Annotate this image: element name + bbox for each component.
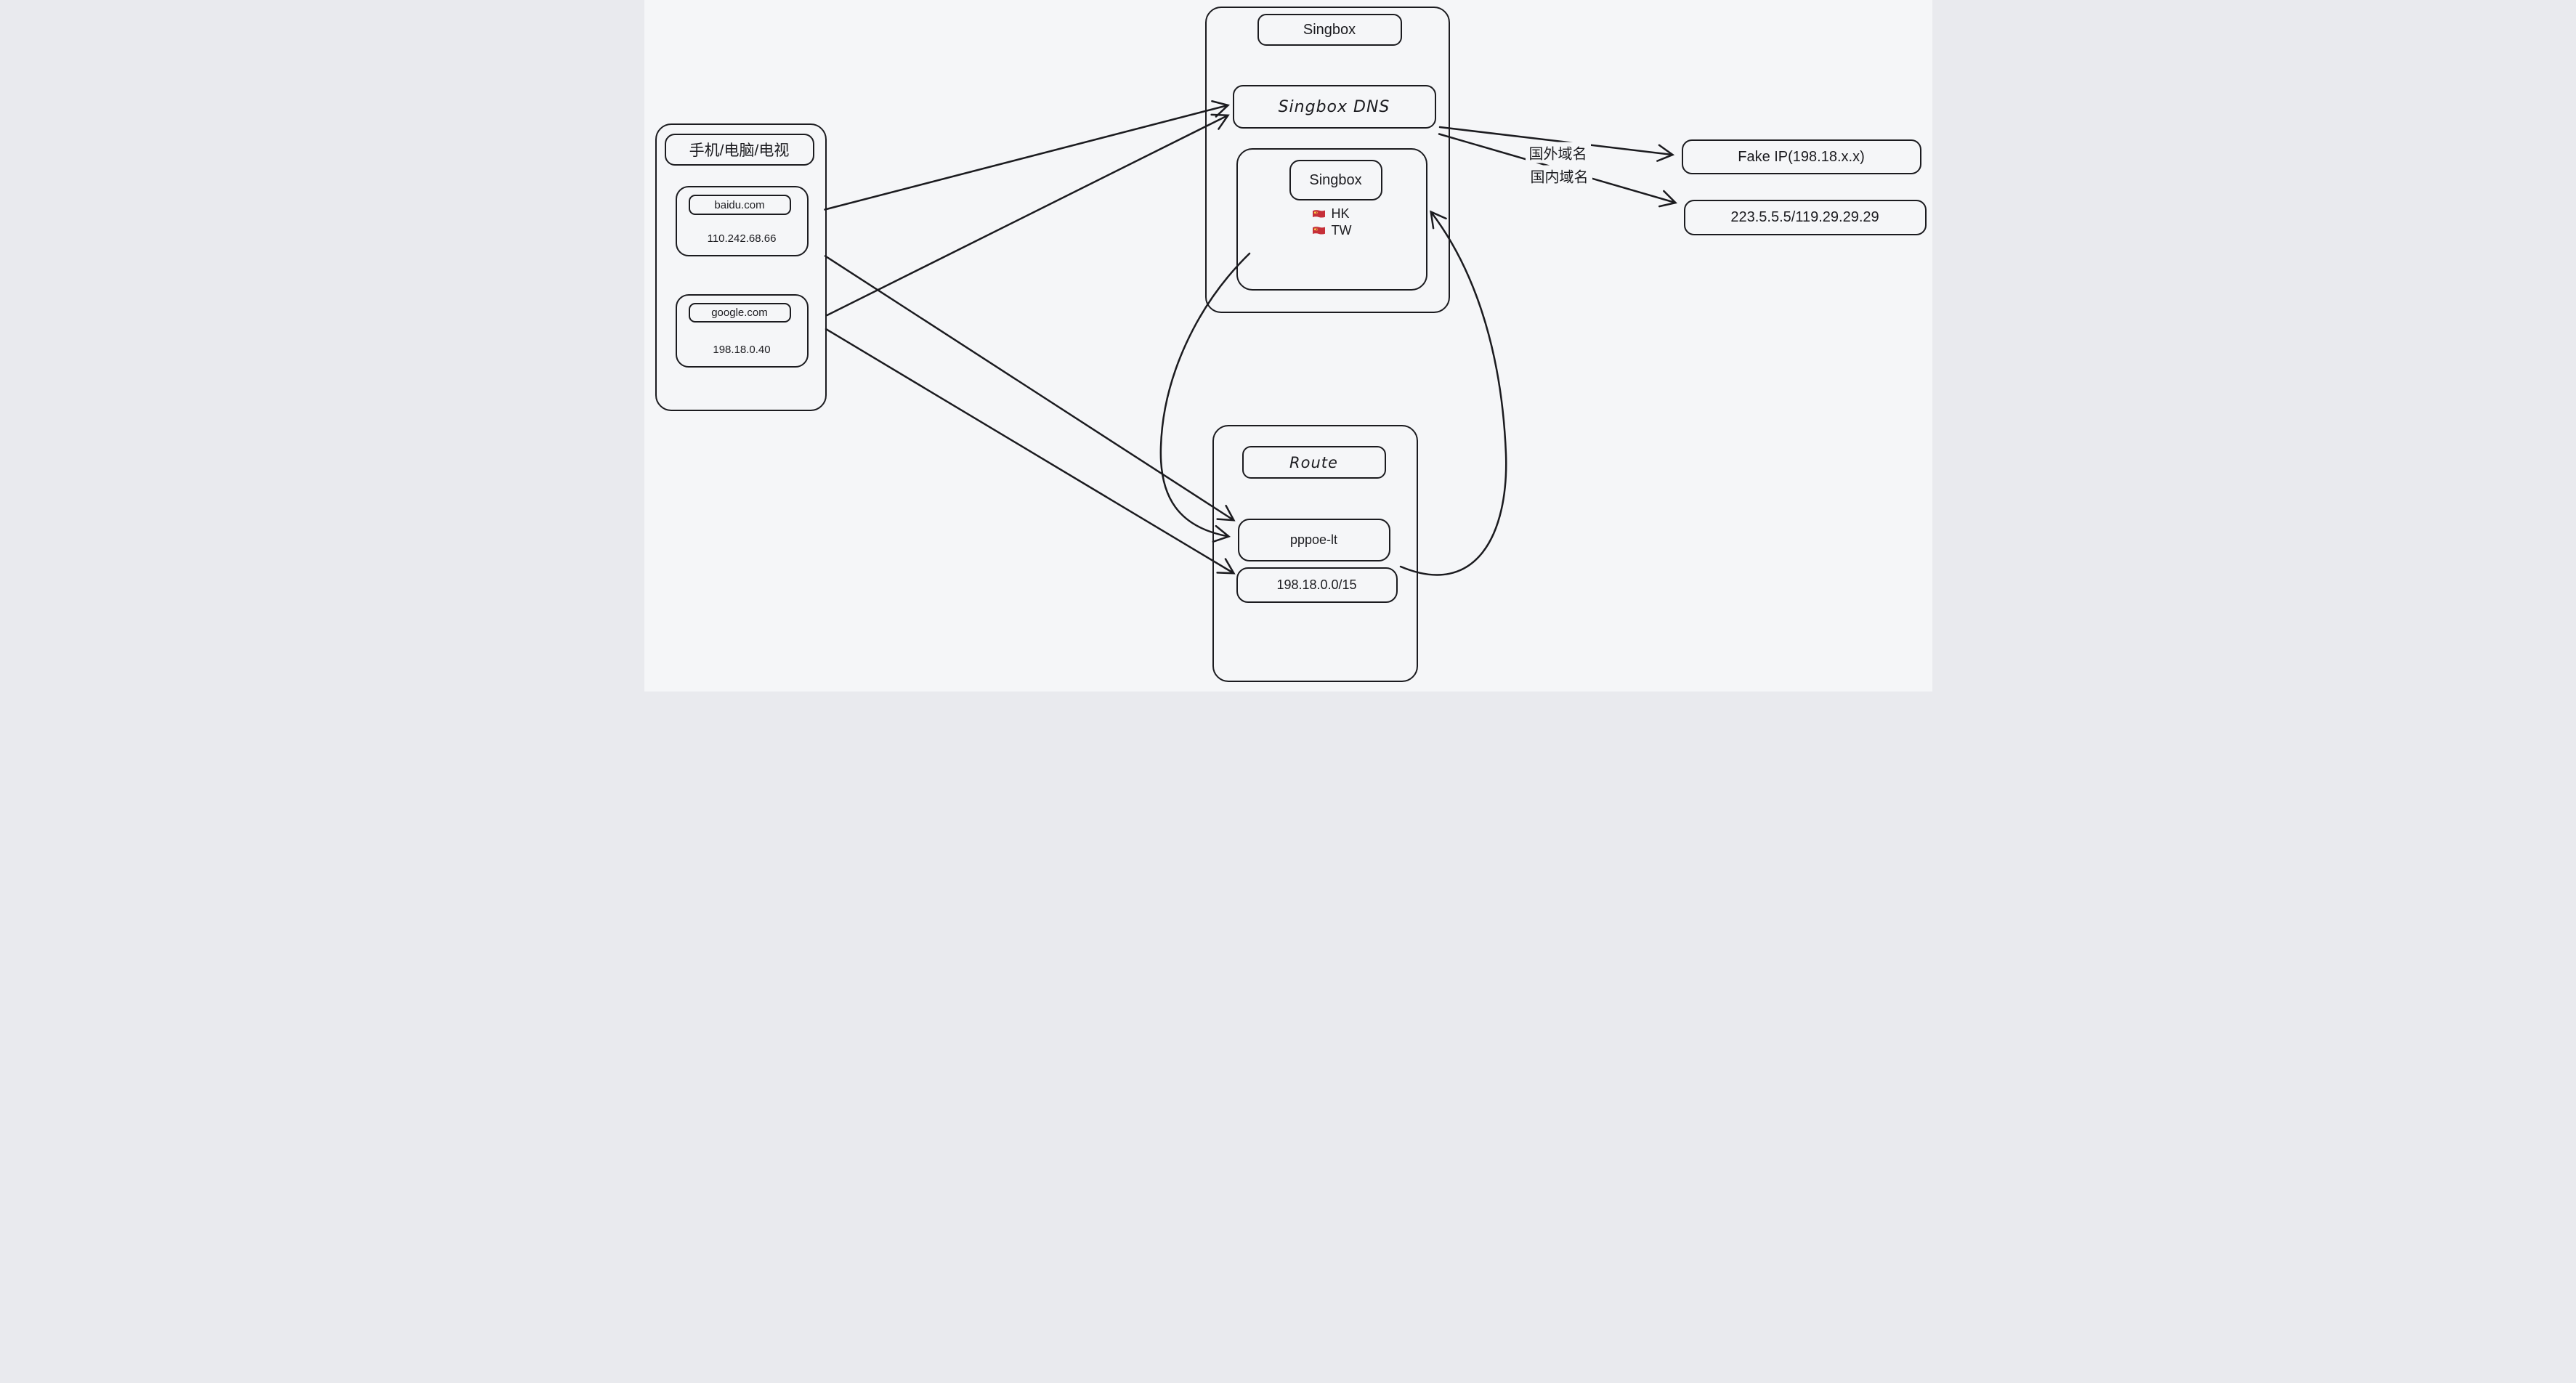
singbox-outer-box (1204, 7, 1450, 313)
edge-cidr-to-singbox-curve (1399, 210, 1507, 576)
domestic-dns-label: 223.5.5.5/119.29.29.29 (1730, 209, 1879, 225)
route-title-box: Route (1242, 446, 1386, 479)
singbox-title-box: Singbox (1257, 14, 1402, 46)
outbound-node-list: HK TW (1312, 206, 1352, 238)
baidu-node-box: baidu.com 110.242.68.66 (675, 186, 809, 256)
cidr-rule-box: 198.18.0.0/15 (1236, 567, 1398, 603)
singbox-dns-label: Singbox DNS (1278, 97, 1390, 116)
google-ip-value: 198.18.0.40 (713, 344, 771, 356)
fake-ip-box: Fake IP(198.18.x.x) (1681, 139, 1921, 174)
diagram-canvas: 手机/电脑/电视 baidu.com 110.242.68.66 google.… (644, 0, 1932, 692)
pppoe-interface-label: pppoe-lt (1289, 532, 1338, 547)
edge-baidu-to-singbox-dns (823, 100, 1230, 211)
client-devices-title: 手机/电脑/电视 (689, 142, 790, 159)
client-devices-box (655, 123, 827, 411)
edge-dns-to-fakeip (1438, 126, 1674, 162)
singbox-dns-box: Singbox DNS (1232, 85, 1436, 129)
node-label-tw: TW (1331, 223, 1352, 238)
edge-google-to-singbox-dns (825, 113, 1230, 317)
baidu-ip-value: 110.242.68.66 (707, 232, 777, 245)
cn-flag-icon (1312, 210, 1325, 218)
route-title: Route (1289, 453, 1338, 471)
pppoe-interface-box: pppoe-lt (1237, 519, 1390, 561)
cidr-rule-label: 198.18.0.0/15 (1276, 577, 1357, 592)
edge-baidu-to-pppoe (824, 255, 1236, 522)
node-row-tw: TW (1312, 223, 1352, 238)
google-domain-label: google.com (711, 307, 768, 319)
google-domain-box: google.com (688, 303, 791, 323)
node-label-hk: HK (1331, 206, 1350, 221)
domestic-domain-edge-label: 国内域名 (1526, 165, 1592, 187)
foreign-domain-edge-label: 国外域名 (1525, 142, 1591, 163)
edge-google-to-cidr (825, 328, 1236, 575)
node-row-hk: HK (1312, 206, 1352, 222)
google-node-box: google.com 198.18.0.40 (675, 294, 809, 368)
singbox-inner-title-box: Singbox (1289, 160, 1382, 200)
baidu-domain-label: baidu.com (714, 198, 765, 211)
singbox-inner-box (1236, 148, 1427, 291)
client-devices-title-box: 手机/电脑/电视 (664, 134, 814, 166)
domestic-dns-box: 223.5.5.5/119.29.29.29 (1683, 200, 1927, 235)
route-outer-box (1212, 425, 1418, 682)
cn-flag-icon (1312, 227, 1325, 235)
baidu-domain-box: baidu.com (688, 195, 791, 215)
singbox-title: Singbox (1303, 21, 1356, 38)
singbox-inner-title: Singbox (1309, 171, 1362, 188)
connector-layer (823, 100, 1677, 576)
fake-ip-label: Fake IP(198.18.x.x) (1738, 148, 1865, 165)
